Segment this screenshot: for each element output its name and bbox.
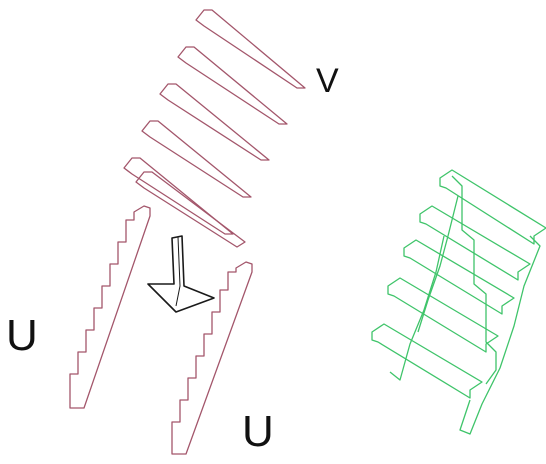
assembled-stringer-inner bbox=[389, 235, 445, 381]
assembled-tread-5 bbox=[371, 323, 483, 399]
down-arrow-icon bbox=[147, 235, 215, 313]
tread-6 bbox=[135, 171, 246, 248]
treads-group bbox=[123, 9, 306, 248]
tread-4 bbox=[141, 120, 252, 198]
label-v: V bbox=[316, 62, 339, 100]
assembled-tread-1 bbox=[439, 169, 546, 245]
tread-5 bbox=[123, 157, 234, 235]
assembled-tread-3 bbox=[403, 239, 515, 315]
tread-1 bbox=[195, 9, 306, 89]
stringer-right bbox=[171, 261, 253, 455]
assembled-stringer-mid bbox=[417, 195, 459, 333]
tread-2 bbox=[177, 46, 288, 125]
assembled-staircase bbox=[371, 169, 546, 435]
assembled-tread-4 bbox=[387, 277, 499, 353]
assembled-tread-2 bbox=[419, 205, 531, 281]
stringers-group bbox=[69, 205, 253, 455]
stringer-left bbox=[69, 205, 151, 409]
label-u-bottom: U bbox=[242, 407, 274, 456]
assembled-stringer-back bbox=[451, 175, 497, 385]
assembled-stringer-front bbox=[459, 235, 541, 435]
tread-3 bbox=[159, 83, 270, 161]
label-u-left: U bbox=[6, 311, 38, 360]
